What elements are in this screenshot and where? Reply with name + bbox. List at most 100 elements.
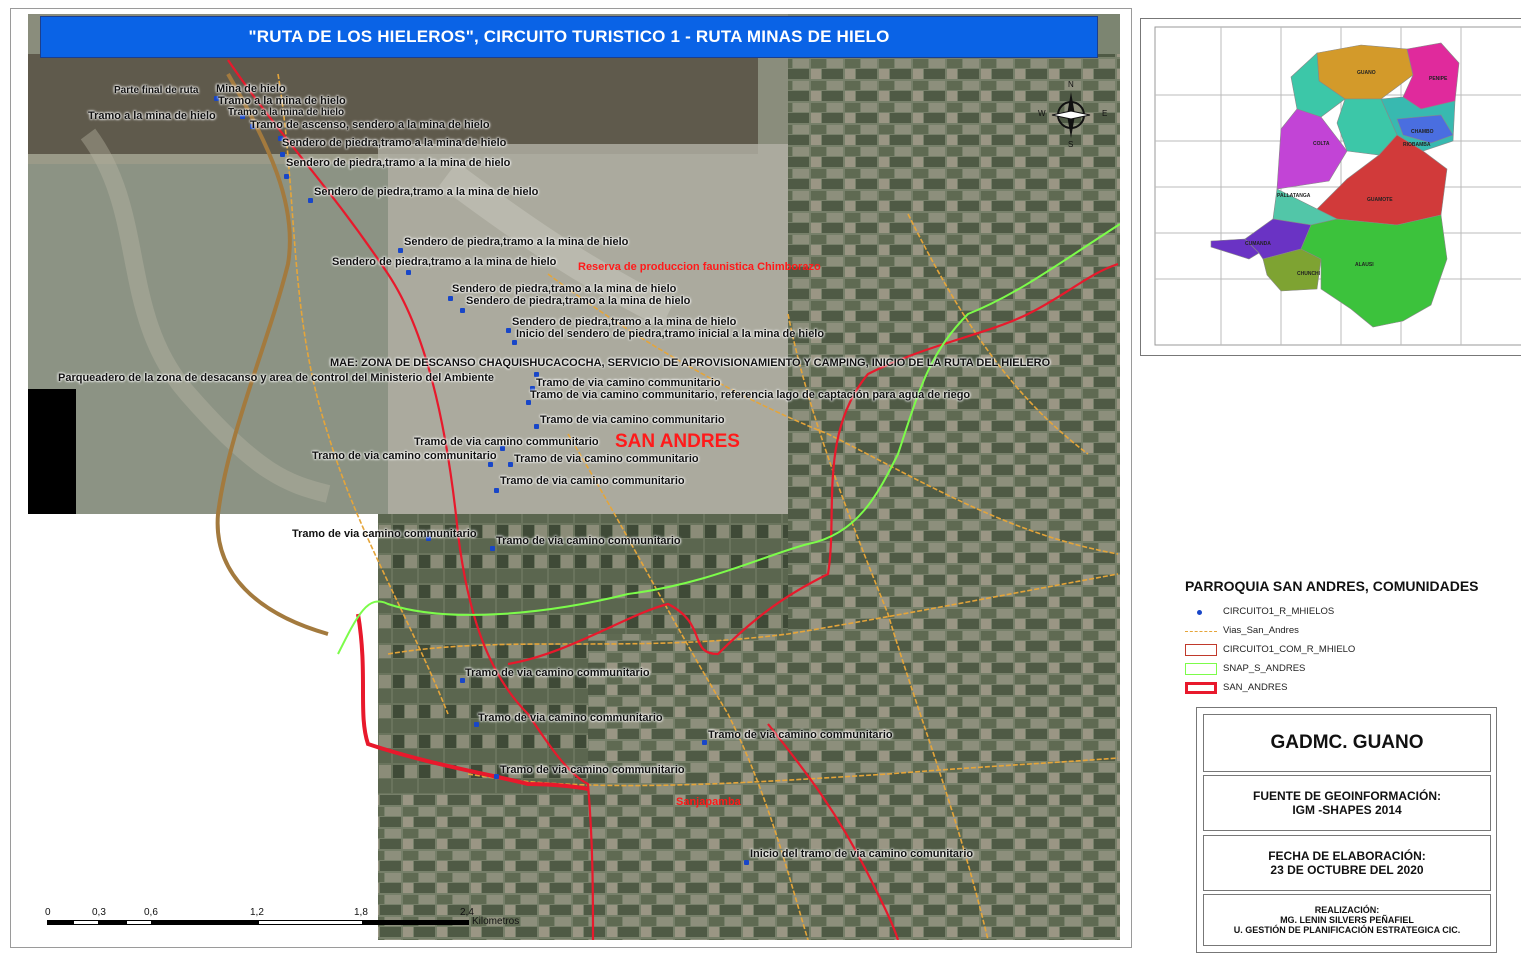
route-point[interactable] <box>278 136 283 141</box>
route-point[interactable] <box>702 740 707 745</box>
route-point[interactable] <box>500 446 505 451</box>
map-label: Sendero de piedra,tramo a la mina de hie… <box>452 283 677 295</box>
route-point[interactable] <box>488 462 493 467</box>
inset-region-label: CUMANDA <box>1245 241 1271 247</box>
route-point[interactable] <box>744 860 749 865</box>
route-point[interactable] <box>474 722 479 727</box>
map-label: Sendero de piedra,tramo a la mina de hie… <box>466 295 691 307</box>
map-label: Tramo de via camino communitario <box>414 436 599 448</box>
map-label: MAE: ZONA DE DESCANSO CHAQUISHUCACOCHA, … <box>330 357 1051 369</box>
route-point[interactable] <box>406 270 411 275</box>
source-label: FUENTE DE GEOINFORMACIÓN: <box>1253 789 1441 803</box>
map-label: Tramo de ascenso, sendero a la mina de h… <box>250 119 490 131</box>
town-label: SAN ANDRES <box>615 431 740 452</box>
scale-tick-label: 1,2 <box>250 907 264 918</box>
map-label: Tramo de via camino communitario <box>514 453 699 465</box>
map-label: Sendero de piedra,tramo a la mina de hie… <box>314 186 539 198</box>
route-point[interactable] <box>494 488 499 493</box>
legend-item: CIRCUITO1_COM_R_MHIELO <box>1185 640 1520 659</box>
route-point[interactable] <box>490 546 495 551</box>
info-box: GADMC. GUANO FUENTE DE GEOINFORMACIÓN: I… <box>1196 707 1497 953</box>
legend-label: CIRCUITO1_R_MHIELOS <box>1223 606 1335 617</box>
satellite-imagery <box>28 14 1120 940</box>
credit-box: REALIZACIÓN: MG. LENIN SILVERS PEÑAFIEL … <box>1203 894 1491 946</box>
map-label: Tramo de via camino communitario <box>708 729 893 741</box>
map-label: Tramo de via camino communitario <box>500 764 685 776</box>
route-point[interactable] <box>284 174 289 179</box>
route-point[interactable] <box>534 424 539 429</box>
route-point[interactable] <box>530 386 535 391</box>
map-label: Tramo de via camino communitario <box>536 377 721 389</box>
legend-label: SNAP_S_ANDRES <box>1223 663 1306 674</box>
map-label: Tramo de via camino communitario <box>478 712 663 724</box>
date-box: FECHA DE ELABORACIÓN: 23 DE OCTUBRE DEL … <box>1203 835 1491 891</box>
map-label: Tramo de via camino communitario <box>312 450 497 462</box>
inset-region-label: CHAMBO <box>1411 129 1434 135</box>
inset-map[interactable]: GUANO PENIPE CHAMBO RIOBAMBA COLTA PALLA… <box>1140 18 1521 356</box>
map-label: Sendero de piedra,tramo a la mina de hie… <box>282 137 507 149</box>
source-value: IGM -SHAPES 2014 <box>1292 803 1402 817</box>
map-label: Inicio del sendero de piedra,tramo inici… <box>516 328 825 340</box>
map-label: Sendero de piedra,tramo a la mina de hie… <box>286 157 511 169</box>
route-point[interactable] <box>512 340 517 345</box>
route-point[interactable] <box>308 198 313 203</box>
legend-label: CIRCUITO1_COM_R_MHIELO <box>1223 644 1356 655</box>
route-point[interactable] <box>448 296 453 301</box>
map-label: Parqueadero de la zona de desacanso y ar… <box>58 372 495 384</box>
inset-region-label: ALAUSI <box>1355 262 1374 268</box>
inset-region-label: COLTA <box>1313 141 1330 147</box>
map-label: Tramo de via camino communitario <box>496 535 681 547</box>
map-label: Tramo de via camino communitario <box>540 414 725 426</box>
south-label: S <box>1068 140 1074 149</box>
map-label: Tramo a la mina de hielo <box>88 110 216 122</box>
route-point[interactable] <box>214 96 219 101</box>
map-label: Tramo a la mina de hielo <box>228 107 345 118</box>
legend-item: SAN_ANDRES <box>1185 678 1520 697</box>
north-label: N <box>1068 80 1074 89</box>
north-arrow-icon: N S W E <box>1038 80 1107 149</box>
credit-unit: U. GESTIÓN DE PLANIFICACIÓN ESTRATEGICA … <box>1233 925 1461 935</box>
route-point[interactable] <box>240 114 245 119</box>
legend-item: CIRCUITO1_R_MHIELOS <box>1185 602 1520 621</box>
route-point[interactable] <box>534 372 539 377</box>
map-label: Tramo a la mina de hielo <box>218 95 346 107</box>
map-label: Sendero de piedra,tramo a la mina de hie… <box>332 256 557 268</box>
route-point[interactable] <box>460 308 465 313</box>
route-point[interactable] <box>460 678 465 683</box>
scale-unit: Kilometros <box>472 916 520 927</box>
inset-region-label: GUAMOTE <box>1367 197 1393 203</box>
west-label: W <box>1038 109 1046 118</box>
source-box: FUENTE DE GEOINFORMACIÓN: IGM -SHAPES 20… <box>1203 775 1491 831</box>
route-point[interactable] <box>494 774 499 779</box>
inset-region-label: RIOBAMBA <box>1403 142 1431 148</box>
inset-region-label: CHUNCHI <box>1297 271 1321 277</box>
legend: PARROQUIA SAN ANDRES, COMUNIDADES CIRCUI… <box>1185 578 1520 697</box>
map-canvas[interactable]: Parte final de ruta Mina de hielo Tramo … <box>28 14 1120 940</box>
map-label: Inicio del tramo de via camino comunitar… <box>750 848 974 860</box>
route-point[interactable] <box>506 328 511 333</box>
route-point[interactable] <box>280 152 285 157</box>
legend-title: PARROQUIA SAN ANDRES, COMUNIDADES <box>1185 578 1479 594</box>
legend-label: SAN_ANDRES <box>1223 682 1288 693</box>
route-point[interactable] <box>526 400 531 405</box>
date-value: 23 DE OCTUBRE DEL 2020 <box>1270 863 1424 877</box>
legend-item: SNAP_S_ANDRES <box>1185 659 1520 678</box>
legend-label: Vias_San_Andres <box>1223 625 1299 636</box>
org-box: GADMC. GUANO <box>1203 714 1491 772</box>
org-name: GADMC. GUANO <box>1270 732 1424 753</box>
inset-region-label: PENIPE <box>1429 76 1448 82</box>
date-label: FECHA DE ELABORACIÓN: <box>1268 849 1426 863</box>
route-point[interactable] <box>398 248 403 253</box>
map-label: Sendero de piedra,tramo a la mina de hie… <box>404 236 629 248</box>
map-label: Tramo de via camino communitario <box>500 475 685 487</box>
scale-tick-label: 0,6 <box>144 907 158 918</box>
credit-label: REALIZACIÓN: <box>1314 905 1380 915</box>
scale-tick-label: 0,3 <box>92 907 106 918</box>
scale-tick-label: 2,4 <box>460 907 474 918</box>
route-point[interactable] <box>426 536 431 541</box>
route-point[interactable] <box>508 462 513 467</box>
legend-item: Vias_San_Andres <box>1185 621 1520 640</box>
route-point[interactable] <box>250 124 255 129</box>
inset-region-label: GUANO <box>1357 70 1376 76</box>
inset-region-label: PALLATANGA <box>1277 193 1311 199</box>
